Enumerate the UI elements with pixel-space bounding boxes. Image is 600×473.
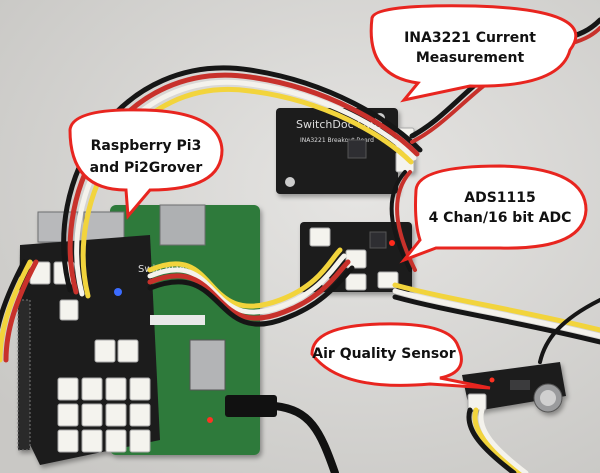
camera-connector (150, 315, 205, 325)
callout-ads1115: ADS1115 4 Chan/16 bit ADC (399, 164, 588, 264)
cable-sensor-yellow (472, 407, 523, 473)
cable-black-mid (147, 265, 355, 327)
cable-ads-right-yellow (392, 282, 600, 333)
mount-hole (285, 177, 295, 187)
sensor-component (510, 380, 530, 390)
cable-yellow (80, 86, 414, 299)
cable-ads-right-black (392, 294, 600, 345)
gpio-header (17, 299, 31, 451)
callout-ads1115-line1: ADS1115 (464, 190, 536, 206)
cable-yellow-mid (147, 247, 343, 309)
callout-air-quality-line1: Air Quality Sensor (312, 346, 456, 362)
cable-black-left (0, 259, 27, 330)
cable-white (74, 79, 417, 297)
raspberry-pi-assembly: SwitchDoc (17, 204, 260, 465)
ads-led (389, 240, 395, 246)
callout-ina3221-line2: Measurement (416, 50, 525, 66)
cable-white-mid (147, 253, 347, 315)
cable-ina-ads-red (395, 170, 417, 272)
ethernet-port (159, 204, 206, 246)
status-led-blue (114, 288, 122, 296)
sensor-mesh (540, 390, 556, 406)
status-led-red (207, 417, 213, 423)
cable-ads-right-white (392, 288, 600, 339)
cable-yellow-left (0, 259, 33, 363)
cable-red-mid (147, 259, 351, 321)
ads-grove-port-2 (345, 249, 367, 269)
ads-chip (369, 231, 387, 249)
usb-power-cable (271, 402, 339, 473)
cable-sensor-white (478, 407, 529, 473)
ina-chip (347, 139, 367, 159)
callout-ina3221-line1: INA3221 Current (404, 30, 536, 46)
hdmi-port (189, 339, 226, 391)
cable-sensor-black (466, 407, 517, 473)
sensor-led (489, 377, 495, 383)
cable-red-left (3, 259, 39, 363)
ads-grove-port-1 (309, 227, 331, 247)
usb-port-2 (83, 211, 125, 243)
callout-raspberry-pi: Raspberry Pi3 and Pi2Grover (68, 108, 224, 220)
callout-air-quality: Air Quality Sensor (310, 322, 491, 390)
usb-power-plug (225, 395, 277, 417)
callout-ina3221: INA3221 Current Measurement (369, 4, 578, 103)
callout-raspberry-pi-line2: and Pi2Grover (90, 160, 203, 176)
ina-board-subtitle: INA3221 Breakout Board (300, 137, 374, 144)
callout-ads1115-line2: 4 Chan/16 bit ADC (429, 210, 572, 226)
cable-red (67, 72, 420, 295)
cable-sensor-up (538, 298, 600, 364)
callout-raspberry-pi-line1: Raspberry Pi3 (91, 138, 202, 154)
air-quality-sensor (462, 362, 566, 413)
ads-grove-port-3 (345, 273, 367, 291)
cable-black (61, 65, 423, 293)
